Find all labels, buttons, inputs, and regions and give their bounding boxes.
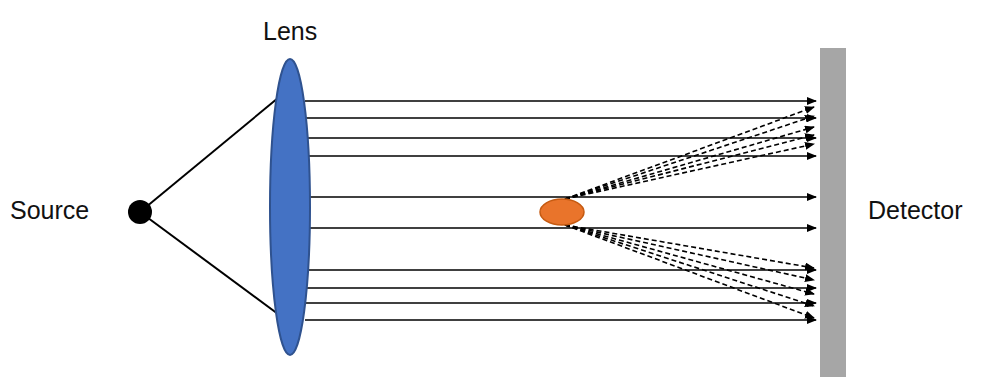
parallel-ray [305, 227, 816, 229]
sample-particle [540, 199, 584, 225]
lens-shape [270, 59, 310, 355]
scattered-rays [565, 107, 814, 318]
scattered-ray [565, 127, 814, 199]
parallel-ray [305, 196, 816, 198]
scattered-ray [565, 225, 814, 268]
scattered-ray [565, 144, 814, 199]
parallel-ray [305, 137, 816, 139]
parallel-ray [305, 287, 816, 289]
detector-plate [820, 48, 846, 377]
parallel-ray [305, 269, 816, 271]
parallel-ray [305, 100, 816, 102]
scattered-ray [565, 116, 814, 199]
parallel-ray [305, 117, 816, 119]
source-ray [140, 98, 278, 212]
scattered-ray [565, 135, 814, 199]
scattered-ray [565, 225, 814, 306]
scattered-ray [565, 225, 814, 318]
source-point [128, 200, 152, 224]
scattered-ray [565, 225, 814, 294]
part-label: Lens [263, 16, 317, 46]
parallel-rays [305, 101, 816, 320]
part-label: Source [10, 195, 89, 225]
parallel-ray [305, 155, 816, 157]
parallel-ray [305, 302, 816, 304]
parallel-ray [305, 319, 816, 321]
scattered-ray [565, 107, 814, 199]
source-ray [140, 212, 278, 314]
part-label: Detector [868, 195, 962, 225]
